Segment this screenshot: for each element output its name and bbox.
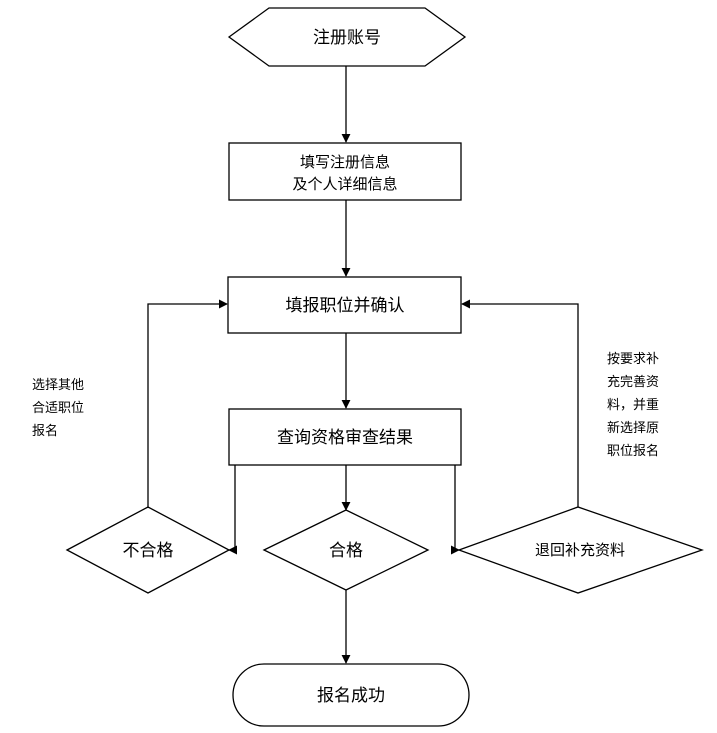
note-left-line-3: 报名 [32,423,58,439]
qualified-label: 合格 [329,541,363,561]
note-right-line-1: 按要求补 [607,352,659,367]
return-supplement-label: 退回补充资料 [535,541,625,559]
node-apply-confirm: 填报职位并确认 [227,276,462,334]
note-right-line-5: 职位报名 [607,443,659,459]
check-result-label: 查询资格审查结果 [277,428,413,448]
node-return-supplement: 退回补充资料 [457,506,704,594]
success-label: 报名成功 [317,686,385,706]
fill-info-label-line2: 及个人详细信息 [292,175,397,193]
apply-confirm-label: 填报职位并确认 [286,296,405,316]
node-register-account: 注册账号 [227,7,467,67]
note-right-line-2: 充完善资 [607,374,659,390]
note-left-line-2: 合适职位 [32,401,84,416]
node-success: 报名成功 [232,663,470,727]
note-left-line-1: 选择其他 [32,378,84,393]
edge-unqualified-to-apply [147,299,228,507]
note-right-line-3: 料，并重 [607,397,659,413]
unqualified-label: 不合格 [123,541,174,561]
node-qualified: 合格 [262,509,430,591]
note-left: 选择其他 合适职位 报名 [32,378,84,439]
edge-check-to-unqualified [228,465,238,555]
edge-return-to-apply [461,299,579,507]
node-fill-info: 填写注册信息 及个人详细信息 [228,142,462,201]
fill-info-label-line1: 填写注册信息 [300,153,390,171]
note-right-line-4: 新选择原 [607,420,659,436]
node-unqualified: 不合格 [65,506,231,594]
note-right: 按要求补 充完善资 料，并重 新选择原 职位报名 [607,352,659,459]
edges [147,65,579,664]
edge-check-to-return [450,465,460,555]
register-account-label: 注册账号 [313,28,381,48]
node-check-result: 查询资格审查结果 [228,408,462,466]
